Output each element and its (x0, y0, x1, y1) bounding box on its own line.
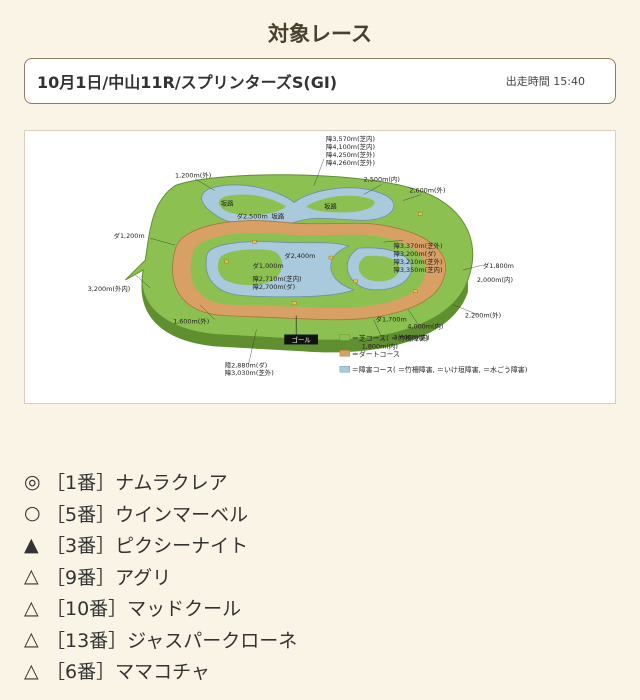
infield-right-core (358, 255, 400, 282)
pick-horse: ［6番］ママコチャ (46, 661, 210, 684)
pick-item: ◎［1番］ナムラクレア (24, 466, 616, 498)
label-1600-out: 1,600m(外) (173, 317, 209, 326)
label-obstacle-top-4: 障4,260m(芝外) (326, 158, 375, 167)
label-3200-inout: 3,200m(外内) (88, 284, 131, 293)
label-slope-1: 坂路 (221, 198, 234, 207)
label-1200-out: 1,200m(外) (175, 171, 211, 180)
label-slope-3: 坂路 (324, 201, 337, 210)
pick-horse: ［1番］ナムラクレア (46, 472, 228, 495)
label-4000-in: 4,000m(内) (407, 322, 443, 331)
label-obs-2700: 障2,700m(ダ) (252, 282, 295, 291)
pick-item: △ ［10番］マッドクール (24, 592, 616, 624)
label-dirt-1200: ダ1,200m (114, 231, 145, 240)
pick-horse: ［5番］ウインマーベル (46, 503, 249, 526)
infield-top (218, 194, 287, 216)
label-obstacle-top-1: 障3,570m(芝内) (326, 134, 375, 143)
label-obs-bottom-1: 障2,880m(ダ) (225, 360, 268, 369)
pick-horse: ［9番］アグリ (46, 566, 172, 589)
pick-mark: △ (24, 628, 39, 651)
pick-horse: ［3番］ピクシーナイト (46, 535, 249, 558)
label-2000-in: 2,000m(内) (477, 275, 513, 284)
pick-mark: △ (24, 565, 39, 588)
label-3600-in: 3,600m(内) (393, 332, 429, 341)
label-obstacle-top-2: 障4,100m(芝内) (326, 142, 375, 151)
section-title: 対象レース (268, 22, 372, 46)
label-obs-bottom-2: 障3,030m(芝外) (225, 368, 274, 377)
goal-label: ゴール (291, 335, 311, 344)
label-dirt-1000: ダ1,000m (252, 261, 283, 270)
pick-item: ▲ ［3番］ピクシーナイト (24, 529, 616, 561)
label-obs-2710: 障2,710m(芝内) (252, 274, 301, 283)
pick-mark: △ (24, 659, 39, 682)
pick-mark: ◎ (24, 470, 41, 493)
pick-item: △ ［6番］ママコチャ (24, 655, 616, 687)
course-map: ゴール 1,200m(外) 障3,570m(芝内) 障4,100m(芝内) 障4… (24, 130, 616, 404)
legend-dirt: ＝ダートコース (352, 349, 400, 358)
pick-item: △ ［13番］ジャスパークローネ (24, 624, 616, 656)
pick-mark: ▲ (24, 533, 39, 556)
start-time: 出走時間 15:40 (505, 75, 585, 88)
legend-obstacle: ＝障害コース( ＝竹柵障害, ＝いけ垣障害, ＝水ごう障害) (352, 365, 528, 374)
infield-left (217, 249, 283, 286)
label-obstacle-right-1: 障3,370m(芝外) (393, 241, 442, 250)
pick-item: ○［5番］ウインマーベル (24, 498, 616, 530)
label-1800-in: 1,800m(内) (362, 341, 398, 350)
pick-horse: ［13番］ジャスパークローネ (46, 629, 298, 652)
label-obstacle-right-4: 障3,350m(芝内) (393, 265, 442, 274)
label-obstacle-right-2: 障3,200m(ダ) (393, 249, 436, 258)
pick-mark: ○ (24, 502, 41, 525)
legend-turf: ＝芝コース( ＝竹柵障害) (352, 333, 429, 342)
goal-marker (284, 334, 319, 345)
label-obstacle-right-3: 障3,210m(芝外) (393, 257, 442, 266)
pick-horse: ［10番］マッドクール (46, 598, 242, 621)
prediction-list: ◎［1番］ナムラクレア ○［5番］ウインマーベル ▲ ［3番］ピクシーナイト △ ［… (24, 466, 616, 687)
label-2600-out: 2,600m(外) (409, 186, 445, 195)
race-name: 10月1日/中山11R/スプリンターズS(GI) (37, 73, 338, 92)
label-dirt-1800: ダ1,800m (483, 261, 514, 270)
course-map-illustration: ゴール 1,200m(外) 障3,570m(芝内) 障4,100m(芝内) 障4… (88, 134, 528, 377)
label-2500-in: 2,500m(内) (364, 175, 400, 184)
pick-mark: △ (24, 596, 39, 619)
label-dirt-1700: ダ1,700m (376, 315, 407, 324)
infield-top-right (306, 195, 375, 213)
label-dirt-2500: ダ2,500m (237, 211, 268, 220)
legend-dirt-swatch (339, 350, 350, 357)
pick-item: △ ［9番］アグリ (24, 561, 616, 593)
legend-obstacle-swatch (339, 366, 350, 373)
race-info-box: 10月1日/中山11R/スプリンターズS(GI) 出走時間 15:40 (24, 58, 616, 104)
legend-turf-swatch (339, 334, 350, 341)
label-slope-2: 坂路 (271, 211, 284, 220)
label-obstacle-top-3: 障4,250m(芝外) (326, 150, 375, 159)
label-2200-out: 2,200m(外) (465, 311, 501, 320)
label-dirt-2400: ダ2,400m (284, 251, 315, 260)
